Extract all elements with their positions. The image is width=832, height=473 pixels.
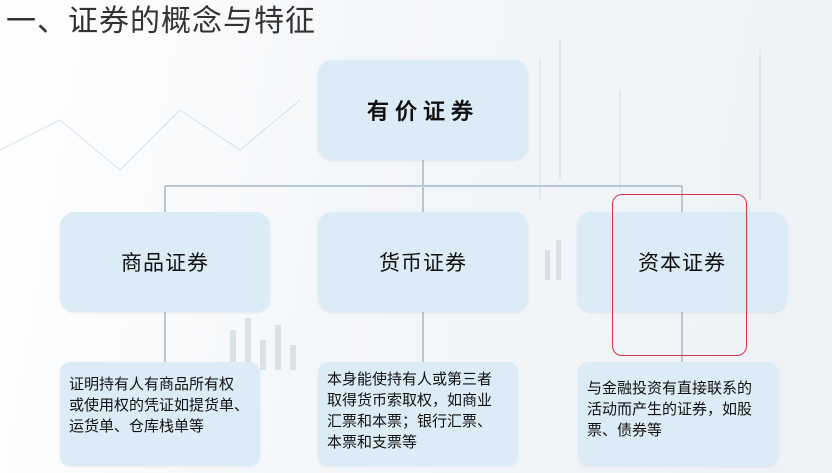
root-node: 有价证券 (318, 60, 528, 160)
page-title: 一、证券的概念与特征 (6, 4, 316, 39)
description-line: 取得货币索取权，如商业 (327, 391, 493, 409)
description-line: 与金融投资有直接联系的 (587, 379, 753, 397)
description-line: 本票和支票等 (327, 433, 418, 451)
description-box-commodity: 证明持有人有商品所有权 或使用权的凭证如提货单、 运货单、仓库栈单等 (60, 362, 260, 466)
category-label: 商品证券 (121, 251, 209, 275)
category-label: 货币证券 (379, 251, 467, 275)
description-box-currency: 本身能使持有人或第三者 取得货币索取权，如商业 汇票和本票；银行汇票、 本票和支… (318, 362, 518, 466)
description-line: 或使用权的凭证如提货单、 (69, 396, 250, 414)
description-box-capital: 与金融投资有直接联系的 活动而产生的证券，如股 票、债券等 (578, 362, 778, 466)
category-label: 资本证券 (638, 251, 726, 275)
category-node-currency: 货币证券 (318, 212, 528, 312)
category-node-commodity: 商品证券 (60, 212, 270, 312)
root-node-label: 有价证券 (366, 99, 479, 125)
description-line: 本身能使持有人或第三者 (327, 370, 493, 388)
description-line: 证明持有人有商品所有权 (69, 375, 235, 393)
highlight-annotation-box (612, 194, 747, 356)
description-line: 汇票和本票；银行汇票、 (327, 412, 493, 430)
description-line: 活动而产生的证券，如股 (587, 400, 753, 418)
description-line: 票、债券等 (587, 421, 663, 439)
description-line: 运货单、仓库栈单等 (69, 417, 205, 435)
